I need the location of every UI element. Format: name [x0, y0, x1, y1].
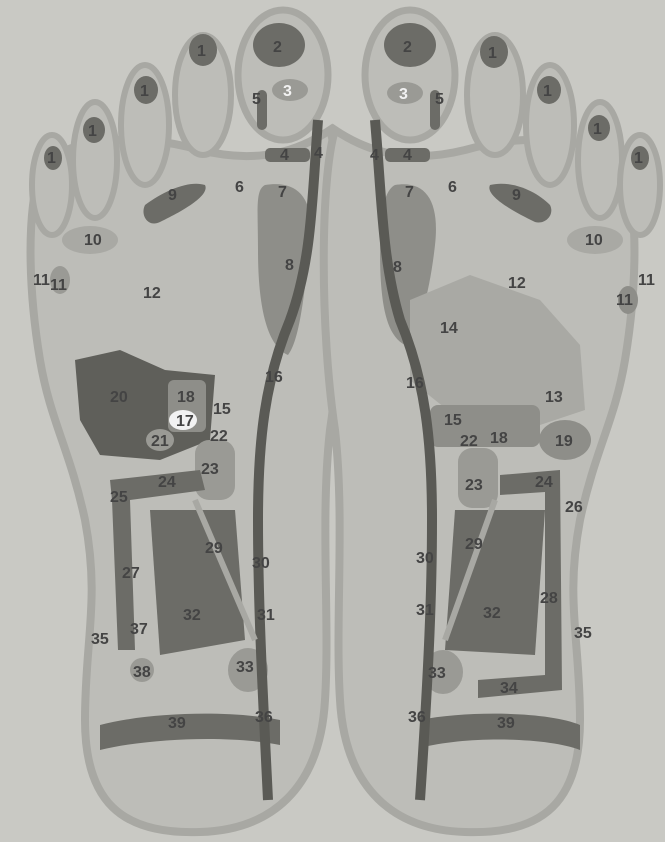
right-label-4a: 4	[370, 147, 379, 164]
left-label-30: 30	[252, 555, 270, 572]
right-label-1a: 1	[488, 45, 497, 62]
right-label-7: 7	[405, 184, 414, 201]
left-label-1d: 1	[47, 150, 56, 167]
right-label-18: 18	[490, 430, 508, 447]
left-label-22: 22	[210, 428, 228, 445]
right-label-33: 33	[428, 665, 446, 682]
left-label-7: 7	[278, 184, 287, 201]
left-label-8: 8	[285, 257, 294, 274]
left-label-5: 5	[252, 91, 261, 108]
left-label-1c: 1	[88, 123, 97, 140]
right-label-19: 19	[555, 433, 573, 450]
right-label-6: 6	[448, 179, 457, 196]
left-label-32: 32	[183, 607, 201, 624]
right-label-11b: 11	[616, 292, 633, 309]
left-label-23: 23	[201, 461, 219, 478]
right-label-34: 34	[500, 680, 518, 697]
right-label-10: 10	[585, 232, 603, 249]
left-label-15: 15	[213, 401, 231, 418]
left-label-29: 29	[205, 540, 223, 557]
left-label-36: 36	[255, 709, 273, 726]
right-label-1b: 1	[543, 83, 552, 100]
right-label-3: 3	[399, 86, 408, 103]
right-label-28: 28	[540, 590, 558, 607]
left-label-38: 38	[133, 664, 151, 681]
right-label-30: 30	[416, 550, 434, 567]
left-label-24: 24	[158, 474, 176, 491]
right-label-15: 15	[444, 412, 462, 429]
right-label-32: 32	[483, 605, 501, 622]
right-label-22: 22	[460, 433, 478, 450]
left-label-21: 21	[151, 433, 169, 450]
right-label-23: 23	[465, 477, 483, 494]
left-label-37: 37	[130, 621, 148, 638]
right-label-26: 26	[565, 499, 583, 516]
left-label-9: 9	[168, 187, 177, 204]
right-label-36: 36	[408, 709, 426, 726]
right-label-11a: 11	[638, 272, 655, 289]
left-label-18: 18	[177, 389, 195, 406]
left-label-3: 3	[283, 83, 292, 100]
left-label-2: 2	[273, 39, 282, 56]
left-label-1b: 1	[140, 83, 149, 100]
left-label-20: 20	[110, 389, 128, 406]
left-label-6: 6	[235, 179, 244, 196]
left-label-1a: 1	[197, 43, 206, 60]
left-label-10: 10	[84, 232, 102, 249]
right-label-9: 9	[512, 187, 521, 204]
right-label-39: 39	[497, 715, 515, 732]
left-label-12: 12	[143, 285, 161, 302]
right-label-2: 2	[403, 39, 412, 56]
left-label-17: 17	[176, 413, 194, 430]
right-label-5: 5	[435, 91, 444, 108]
right-zone-32	[445, 510, 545, 655]
left-label-11b: 11	[50, 277, 67, 294]
left-label-4b: 4	[314, 145, 323, 162]
left-label-39: 39	[168, 715, 186, 732]
right-label-35: 35	[574, 625, 592, 642]
right-label-31: 31	[416, 602, 434, 619]
left-label-16: 16	[265, 369, 283, 386]
left-label-33: 33	[236, 659, 254, 676]
left-label-25: 25	[110, 489, 128, 506]
right-label-8: 8	[393, 259, 402, 276]
left-label-31: 31	[257, 607, 275, 624]
right-label-14: 14	[440, 320, 458, 337]
right-label-16: 16	[406, 375, 424, 392]
right-label-12: 12	[508, 275, 526, 292]
left-label-27: 27	[122, 565, 140, 582]
right-label-4b: 4	[403, 147, 412, 164]
left-label-35: 35	[91, 631, 109, 648]
right-label-29: 29	[465, 536, 483, 553]
right-label-1c: 1	[593, 121, 602, 138]
right-label-13: 13	[545, 389, 563, 406]
left-label-4a: 4	[280, 147, 289, 164]
right-label-24: 24	[535, 474, 553, 491]
left-label-11a: 11	[33, 272, 50, 289]
right-label-1d: 1	[634, 150, 643, 167]
